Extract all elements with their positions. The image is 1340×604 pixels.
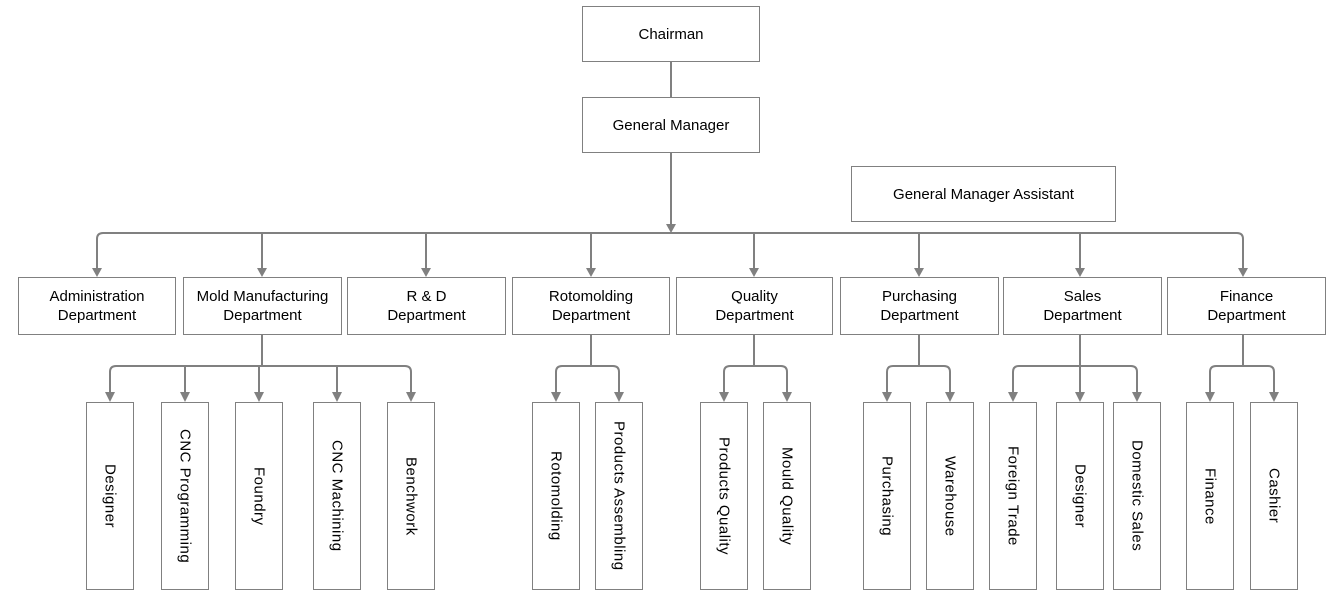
node-sales-designer: Designer bbox=[1056, 402, 1104, 590]
node-general-manager: General Manager bbox=[582, 97, 760, 153]
node-cnc-machining: CNC Machining bbox=[313, 402, 361, 590]
node-products-assembling: Products Assembling bbox=[595, 402, 643, 590]
chairman-label: Chairman bbox=[638, 25, 704, 43]
node-foundry: Foundry bbox=[235, 402, 283, 590]
node-general-manager-assistant: General Manager Assistant bbox=[851, 166, 1116, 222]
node-mould-quality: Mould Quality bbox=[763, 402, 811, 590]
node-domestic-sales: Domestic Sales bbox=[1113, 402, 1161, 590]
arrowheads bbox=[92, 224, 1279, 402]
node-products-quality: Products Quality bbox=[700, 402, 748, 590]
node-benchwork: Benchwork bbox=[387, 402, 435, 590]
general-manager-label: General Manager bbox=[612, 116, 730, 134]
general-manager-assistant-label: General Manager Assistant bbox=[893, 185, 1074, 203]
node-finance: Finance bbox=[1186, 402, 1234, 590]
node-designer: Designer bbox=[86, 402, 134, 590]
node-cnc-programming: CNC Programming bbox=[161, 402, 209, 590]
node-rotomolding: Rotomolding bbox=[532, 402, 580, 590]
node-chairman: Chairman bbox=[582, 6, 760, 62]
node-warehouse: Warehouse bbox=[926, 402, 974, 590]
node-foreign-trade: Foreign Trade bbox=[989, 402, 1037, 590]
node-cashier: Cashier bbox=[1250, 402, 1298, 590]
node-purchasing: Purchasing bbox=[863, 402, 911, 590]
